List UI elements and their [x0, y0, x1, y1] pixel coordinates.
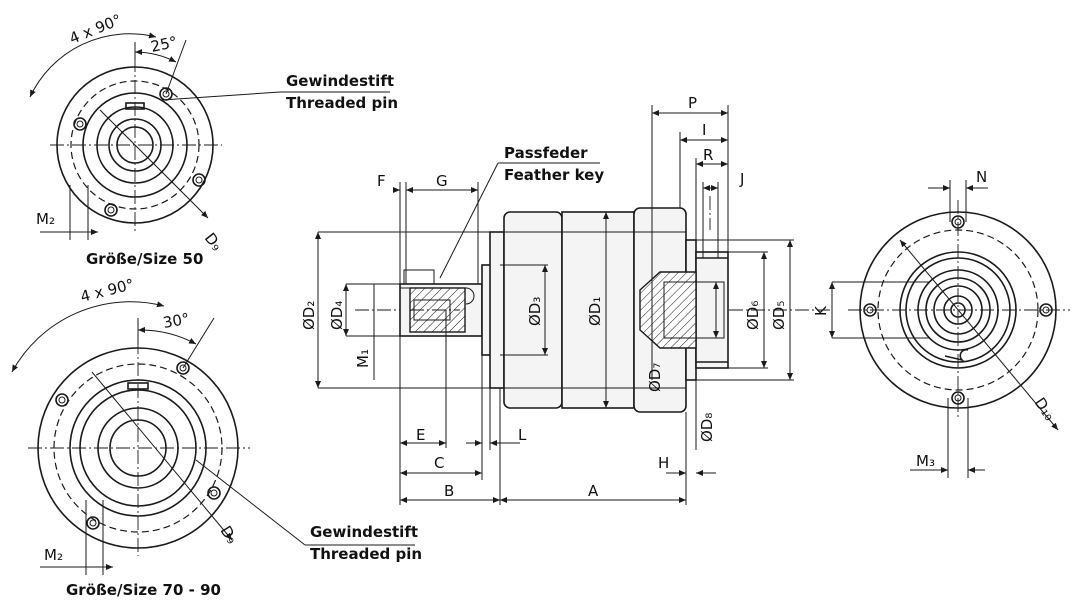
gearbox-side-view	[315, 105, 830, 505]
dim-D1: ØD₁	[586, 297, 604, 326]
dim-D8: ØD₈	[698, 413, 716, 442]
dim-D10: D₁₀	[1031, 394, 1059, 424]
dim-R: R	[703, 146, 713, 164]
caption-size-70-90: Größe/Size 70 - 90	[66, 581, 221, 599]
dim-M3: M₃	[916, 452, 935, 470]
input-flange-view	[829, 180, 1070, 478]
dim-J: J	[739, 170, 744, 188]
dim-A: A	[588, 482, 599, 500]
dim-N: N	[976, 168, 987, 186]
dim-D6: ØD₆	[744, 301, 762, 330]
callout-en-side: Feather key	[504, 166, 604, 184]
dim-C: C	[434, 454, 444, 472]
dim-D3: ØD₃	[526, 297, 544, 326]
dim-D5: ØD₅	[770, 301, 788, 330]
angle-label-bottom: 30°	[162, 310, 191, 332]
dim-H: H	[658, 454, 669, 472]
dim-E: E	[416, 426, 425, 444]
dim-B: B	[444, 482, 454, 500]
flange-view-size-50	[29, 32, 390, 240]
dim-D7: ØD₇	[646, 363, 664, 392]
callout-de-side: Passfeder	[504, 144, 588, 162]
caption-size-50: Größe/Size 50	[86, 250, 203, 268]
dim-F: F	[377, 172, 386, 190]
dim-I: I	[702, 121, 706, 139]
labels: 4 x 90° 25° Gewindestift Threaded pin M₂…	[36, 11, 1059, 599]
dim-D4: ØD₄	[328, 301, 346, 330]
dim-M1: M₁	[354, 349, 372, 368]
callout-en-bottom: Threaded pin	[310, 545, 422, 563]
flange-view-size-70-90	[11, 301, 415, 575]
dim-P: P	[688, 94, 697, 112]
callout-de-top: Gewindestift	[286, 72, 394, 90]
pattern-label-top: 4 x 90°	[67, 11, 124, 48]
dim-L: L	[518, 426, 527, 444]
dim-G: G	[436, 172, 448, 190]
callout-de-bottom: Gewindestift	[310, 523, 418, 541]
dim-D2: ØD₂	[300, 301, 318, 330]
angle-label-top: 25°	[149, 33, 179, 56]
m2-label-top: M₂	[36, 210, 55, 228]
m2-label-bottom: M₂	[44, 546, 63, 564]
callout-en-top: Threaded pin	[286, 94, 398, 112]
dim-K: K	[812, 305, 830, 316]
d9-label-top: D₉	[201, 229, 226, 254]
